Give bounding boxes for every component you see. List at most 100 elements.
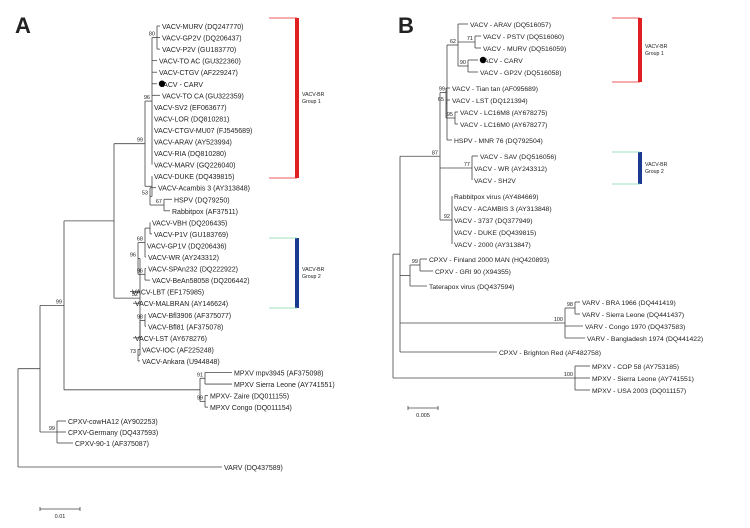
leaf-label: VACV - 3737 (DQ377949) xyxy=(454,218,532,225)
leaf-label: Rabbitpox (AF37511) xyxy=(172,209,238,216)
leaf-label: Rabbitpox virus (AY484669) xyxy=(454,194,539,201)
leaf-label: VACV-LST (AY678276) xyxy=(135,336,207,343)
leaf-label: MPXV mpv3945 (AF375098) xyxy=(234,371,324,378)
leaf-label: Taterapox virus (DQ437594) xyxy=(429,284,514,291)
leaf-label: VACV - CARV xyxy=(480,58,523,65)
leaf-label: VACV-RIA (DQ810280) xyxy=(154,151,226,158)
leaf-label: VACV - SAV (DQ516056) xyxy=(480,154,556,161)
leaf-label: VACV-ARAV (AY523994) xyxy=(154,140,232,147)
leaf-label: VACV - GP2V (DQ516058) xyxy=(480,70,561,77)
leaf-label: CPXV - GRI 90 (X94355) xyxy=(435,269,511,276)
leaf-label: VACV-MALBRAN (AY146624) xyxy=(135,301,228,308)
leaf-label: VACV - Tian tan (AF095689) xyxy=(452,86,538,93)
scale-bar-a: 0.01 xyxy=(39,507,81,520)
bootstrap-value: 98 xyxy=(137,315,143,321)
bootstrap-value: 98 xyxy=(567,302,573,308)
leaf-label: VACV-TO CA (GU322359) xyxy=(162,93,244,100)
leaf-label: VACV - CARV xyxy=(159,82,203,89)
bootstrap-value: 99 xyxy=(197,395,203,401)
leaf-label: VARV (DQ437589) xyxy=(224,465,283,472)
bootstrap-value: 71 xyxy=(467,36,473,42)
leaf-label: CPXV-90-1 (AF375087) xyxy=(75,441,149,448)
leaf-label: VACV - LST (DQ121394) xyxy=(452,98,528,105)
leaf-label: VACV - LC16M8 (AY678275) xyxy=(460,110,547,117)
leaf-label: VARV - Bangladesh 1974 (DQ441422) xyxy=(587,336,703,343)
bootstrap-value: 99 xyxy=(137,138,143,144)
leaf-label: VARV - Sierra Leone (DQ441437) xyxy=(582,312,684,319)
leaf-label: VACV-GP1V (DQ206436) xyxy=(147,243,227,250)
bootstrap-value: 92 xyxy=(444,214,450,220)
leaf-label: VACV-MARV (GQ226040) xyxy=(154,163,235,170)
leaf-label: VACV-VBH (DQ206435) xyxy=(152,220,227,227)
new-isolate-marker xyxy=(479,56,487,64)
leaf-label: VACV-TO AC (GU322360) xyxy=(159,59,241,66)
leaf-label: VACV-SPAn232 (DQ222922) xyxy=(148,267,238,274)
leaf-label: VACV-DUKE (DQ439815) xyxy=(154,174,234,181)
leaf-label: VACV-CTGV (AF229247) xyxy=(159,70,238,77)
leaf-label: HSPV (DQ79250) xyxy=(174,197,230,204)
bootstrap-value: 99 xyxy=(56,299,62,305)
bootstrap-value: 80 xyxy=(149,32,155,38)
bootstrap-value: 53 xyxy=(142,190,148,196)
bootstrap-value: 95 xyxy=(447,112,453,118)
leaf-label: MPXV- Zaire (DQ011155) xyxy=(210,394,289,401)
leaf-label: VACV-Bfl3906 (AF375077) xyxy=(148,313,231,320)
bootstrap-value: 91 xyxy=(197,372,203,378)
leaf-label: VACV-WR (AY243312) xyxy=(148,255,219,262)
bootstrap-value: 90 xyxy=(460,60,466,66)
leaf-label: VACV-MURV (DQ247770) xyxy=(162,24,243,31)
bootstrap-value: 52 xyxy=(132,292,138,298)
leaf-label: VACV-Acambis 3 (AY313848) xyxy=(158,186,250,193)
leaf-label: VACV-Ankara (U944848) xyxy=(142,359,220,366)
bootstrap-value: 100 xyxy=(564,372,573,378)
leaf-label: HSPV - MNR 76 (DQ792504) xyxy=(454,138,543,145)
bootstrap-value: 62 xyxy=(450,39,456,45)
leaf-label: CPXV-cowHA12 (AY902253) xyxy=(68,419,158,426)
bootstrap-value: 99 xyxy=(412,259,418,265)
bootstrap-value: 68 xyxy=(137,237,143,243)
leaf-label: VACV-LOR (DQ810281) xyxy=(154,116,229,123)
new-isolate-marker xyxy=(158,80,166,87)
scale-label: 0.01 xyxy=(55,514,66,520)
leaf-label: MPXV Congo (DQ011154) xyxy=(210,405,292,412)
bootstrap-value: 87 xyxy=(432,150,438,156)
panel-letter-b: B xyxy=(398,13,414,38)
leaf-label: VARV - BRA 1966 (DQ441419) xyxy=(582,300,676,307)
leaf-label: VACV - WR (AY243312) xyxy=(474,166,547,173)
scale-bar-b: 0.005 xyxy=(407,406,439,419)
leaf-label: VACV-BeAn58058 (DQ206442) xyxy=(152,278,250,285)
bootstrap-value: 77 xyxy=(464,162,470,168)
leaf-label: VACV - MURV (DQ516059) xyxy=(483,46,566,53)
leaf-label: CPXV - Finland 2000 MAN (HQ420893) xyxy=(429,257,549,264)
leaf-label: VACV-Bfl81 (AF375078) xyxy=(148,324,223,331)
bootstrap-value: 96 xyxy=(137,268,143,274)
leaf-label: MPXV - COP 58 (AY753185) xyxy=(592,364,679,371)
leaf-label: VACV - LC16M0 (AY678277) xyxy=(460,122,547,129)
leaf-label: MPXV Sierra Leone (AY741551) xyxy=(234,382,335,389)
leaf-label: VACV-SV2 (EF063677) xyxy=(154,105,227,112)
leaf-label: VACV - ACAMBIS 3 (AY313848) xyxy=(454,206,552,213)
leaf-label: VACV-LBT (EF175985) xyxy=(132,290,204,297)
scale-label: 0.005 xyxy=(416,413,430,419)
bootstrap-value: 96 xyxy=(144,95,150,101)
bootstrap-value: 100 xyxy=(554,317,563,323)
leaf-label: VACV-P1V (GU183769) xyxy=(154,232,228,239)
leaf-label: VACV - DUKE (DQ439815) xyxy=(454,230,536,237)
leaf-label: CPXV-Germany (DQ437593) xyxy=(68,430,158,437)
bootstrap-value: 99 xyxy=(439,87,445,93)
bootstrap-value: 67 xyxy=(156,199,162,205)
leaf-label: MPXV - USA 2003 (DQ011157) xyxy=(592,388,686,395)
bootstrap-value: 65 xyxy=(438,97,444,103)
leaf-label: VACV - 2000 (AY313847) xyxy=(454,242,531,249)
